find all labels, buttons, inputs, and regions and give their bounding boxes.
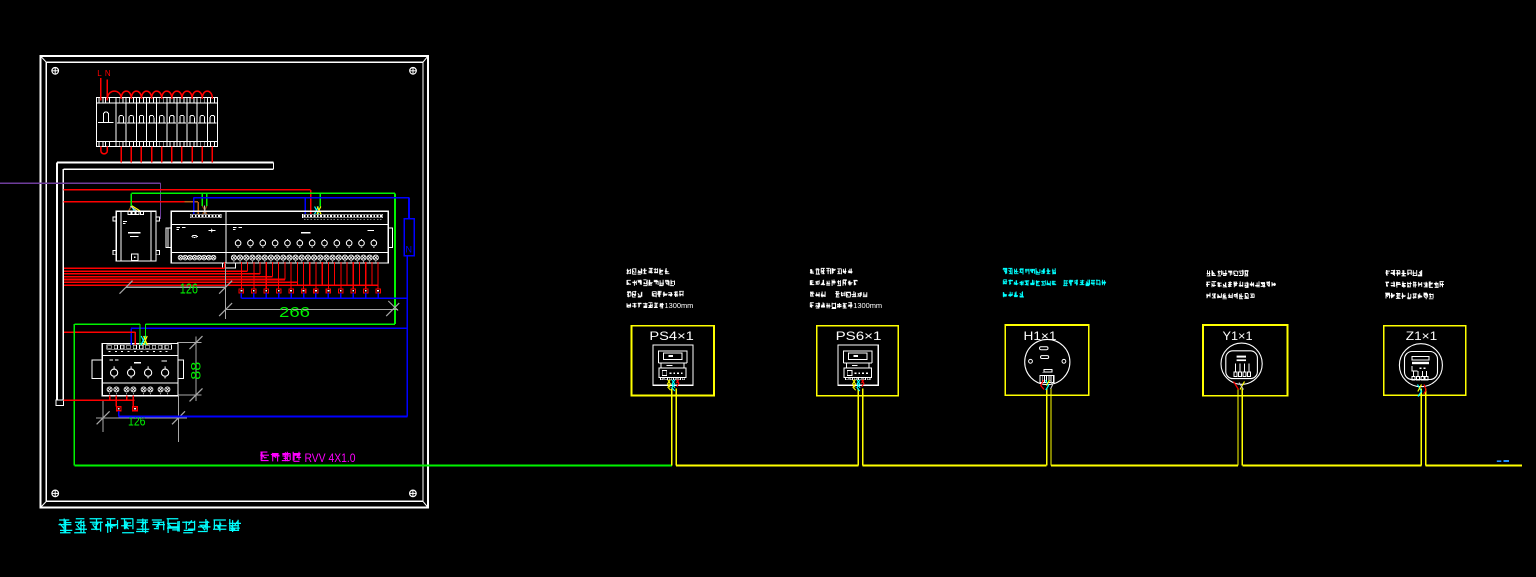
svg-text:1300mm: 1300mm <box>664 301 693 310</box>
svg-text:RVV 4X1.0: RVV 4X1.0 <box>305 453 356 465</box>
svg-text:88: 88 <box>189 362 204 380</box>
svg-text:126: 126 <box>180 281 198 298</box>
svg-text:1300mm: 1300mm <box>853 301 882 310</box>
svg-text:266: 266 <box>279 304 310 321</box>
svg-text:Z1×1: Z1×1 <box>1406 329 1438 343</box>
svg-text:PS6×1: PS6×1 <box>836 329 882 343</box>
svg-text:N: N <box>105 69 111 78</box>
svg-text:Y1×1: Y1×1 <box>1223 329 1253 343</box>
svg-text:PS4×1: PS4×1 <box>649 329 694 343</box>
svg-text:N: N <box>406 245 413 255</box>
svg-text:126: 126 <box>128 413 146 428</box>
svg-text:L: L <box>97 69 102 78</box>
